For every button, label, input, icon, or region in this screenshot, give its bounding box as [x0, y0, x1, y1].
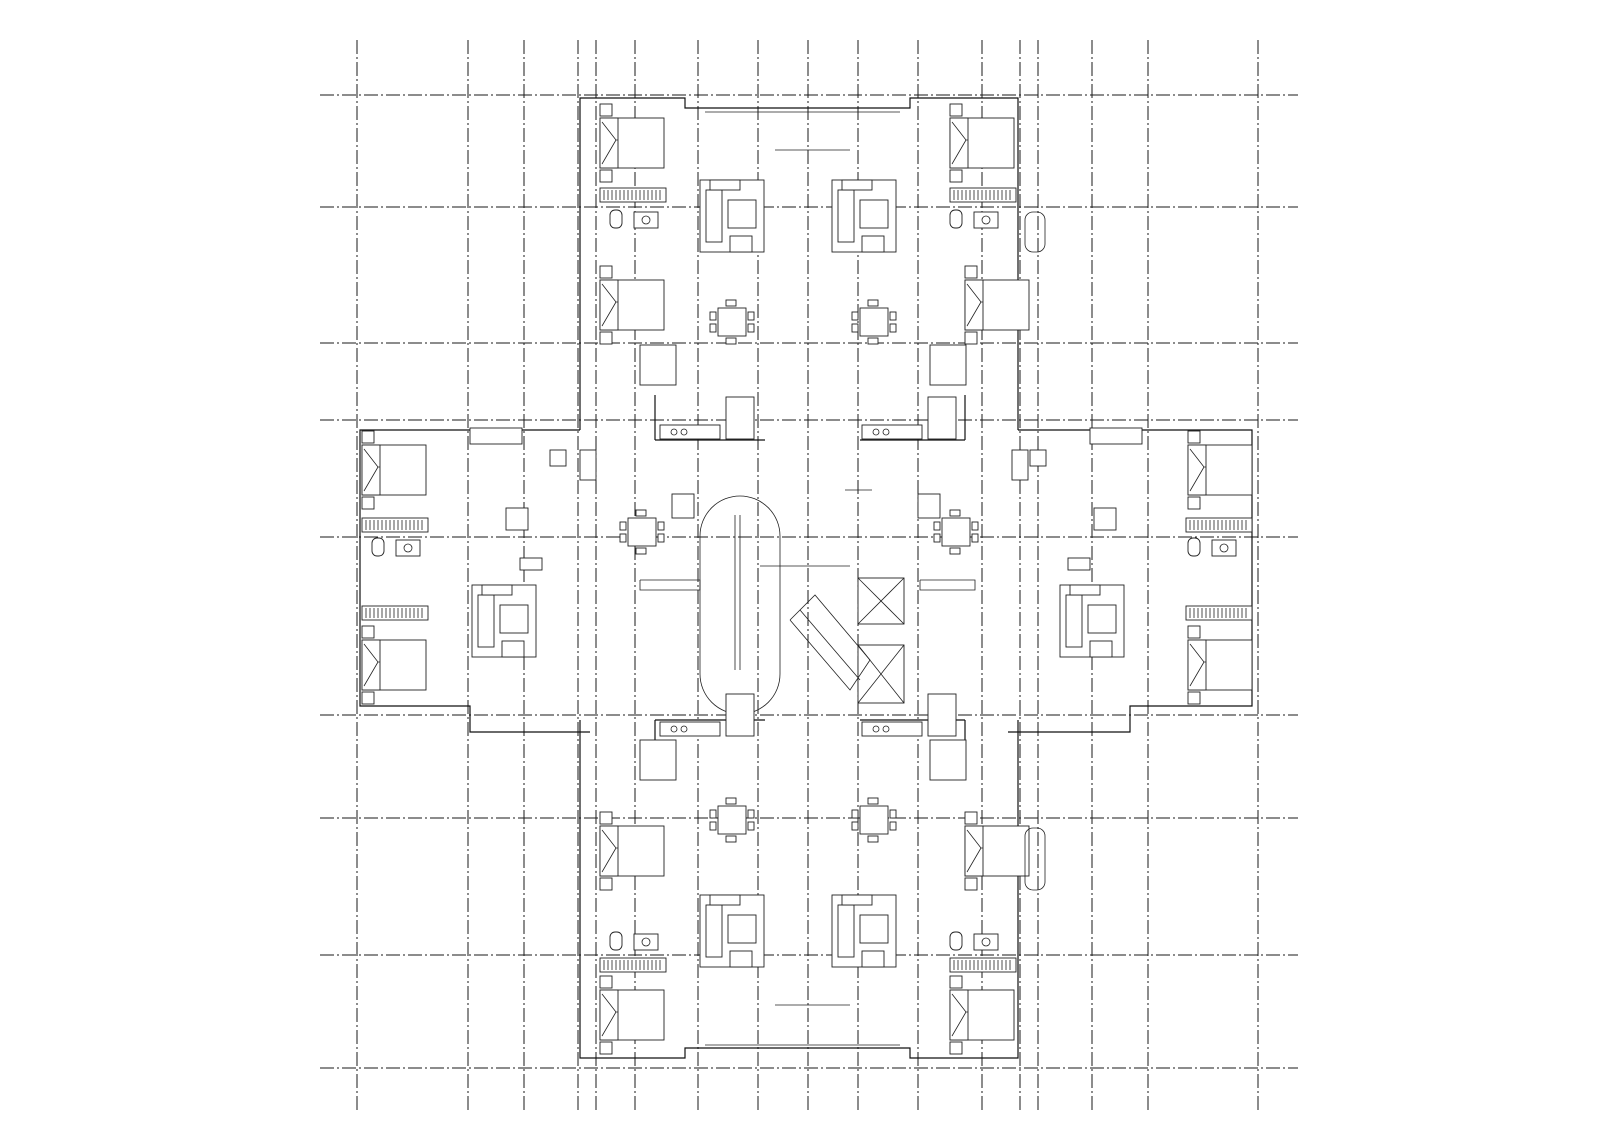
sink-icon: [929, 739, 967, 781]
bed-icon: [964, 811, 1030, 891]
wardrobe-icon: [949, 957, 1017, 973]
unit-bottom-right: [831, 693, 1046, 1055]
axis-grid: [320, 40, 1298, 1112]
sofa-icon: [699, 894, 765, 968]
dining-table-icon: [851, 299, 897, 345]
wardrobe-icon: [1185, 517, 1253, 533]
bed-icon: [599, 265, 665, 345]
wardrobe-icon: [361, 605, 429, 621]
sink-icon: [639, 739, 677, 781]
sink-icon: [929, 344, 967, 386]
sofa-icon: [831, 179, 897, 253]
wardrobe-icon: [599, 957, 667, 973]
bed-icon: [964, 265, 1030, 345]
sofa-icon: [699, 179, 765, 253]
bed-icon: [1187, 625, 1253, 705]
unit-left: [361, 427, 695, 705]
stair-icon: [789, 594, 871, 691]
toilet-icon: [609, 209, 659, 229]
dining-table-icon: [933, 509, 979, 555]
toilet-icon: [949, 931, 999, 951]
unit-top-right: [831, 103, 1046, 440]
stove-icon: [659, 396, 755, 440]
bed-icon: [361, 430, 427, 510]
sofa-icon: [471, 584, 537, 658]
wardrobe-icon: [361, 517, 429, 533]
dining-table-icon: [619, 509, 665, 555]
dining-table-icon: [709, 797, 755, 843]
dining-table-icon: [709, 299, 755, 345]
stove-icon: [861, 396, 957, 440]
toilet-icon: [371, 537, 421, 557]
bed-icon: [599, 975, 665, 1055]
bed-icon: [599, 103, 665, 183]
unit-bottom-left: [599, 693, 900, 1055]
toilet-icon: [1187, 537, 1237, 557]
sink-icon: [639, 344, 677, 386]
wardrobe-icon: [599, 187, 667, 203]
bed-icon: [599, 811, 665, 891]
sofa-icon: [1059, 584, 1125, 658]
toilet-icon: [949, 209, 999, 229]
bed-icon: [361, 625, 427, 705]
dining-table-icon: [851, 797, 897, 843]
wardrobe-icon: [1185, 605, 1253, 621]
wardrobe-icon: [949, 187, 1017, 203]
unit-top-left: [599, 103, 900, 440]
sofa-icon: [831, 894, 897, 968]
unit-right: [917, 427, 1253, 705]
exterior-walls: [359, 97, 1253, 1059]
toilet-icon: [609, 931, 659, 951]
bed-icon: [1187, 430, 1253, 510]
central-core: [639, 489, 976, 715]
